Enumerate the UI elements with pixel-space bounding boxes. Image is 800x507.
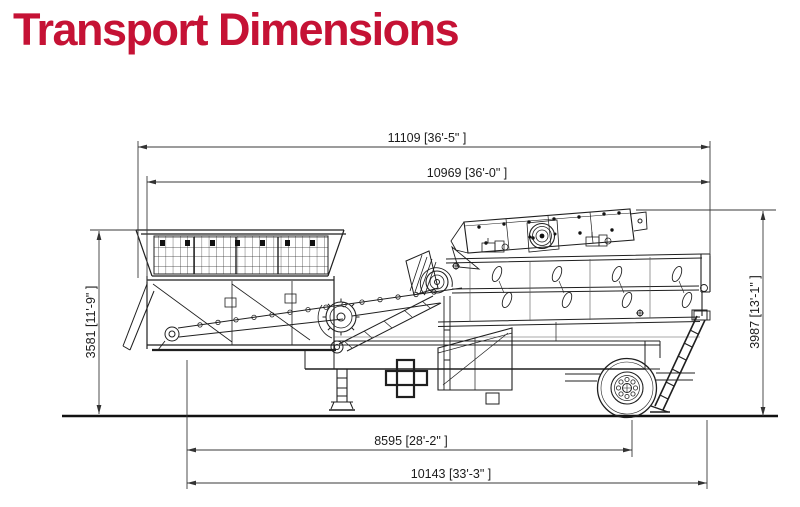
hopper-body <box>122 276 336 352</box>
dim-leg-to-axle-label: 8595 [28'-2" ] <box>374 434 448 448</box>
towing-coupling <box>384 358 429 399</box>
engine-bay <box>437 327 513 405</box>
rear-support-strut <box>650 309 708 413</box>
dim-overall-length-label: 11109 [36'-5" ] <box>388 131 467 145</box>
dim-leg-to-rear-label: 10143 [33'-3" ] <box>411 467 492 481</box>
dim-body-length-label: 10969 [36'-0" ] <box>427 166 508 180</box>
dim-height-front-label: 3581 [11'-9" ] <box>84 286 98 359</box>
dimension-lines <box>90 141 776 489</box>
hopper-grid <box>135 229 346 277</box>
folded-boom-conveyor <box>437 253 711 327</box>
dimension-labels: 11109 [36'-5" ] 10969 [36'-0" ] 3581 [11… <box>84 131 762 481</box>
machine-side-view <box>122 208 711 419</box>
feeder-conveyor <box>157 287 463 354</box>
support-leg <box>329 369 355 411</box>
wheel <box>565 357 695 419</box>
page-title: Transport Dimensions <box>13 4 460 55</box>
return-rollers <box>491 265 693 309</box>
folded-top-panel <box>450 208 648 270</box>
dim-height-rear-label: 3987 [13'-1" ] <box>748 275 762 349</box>
